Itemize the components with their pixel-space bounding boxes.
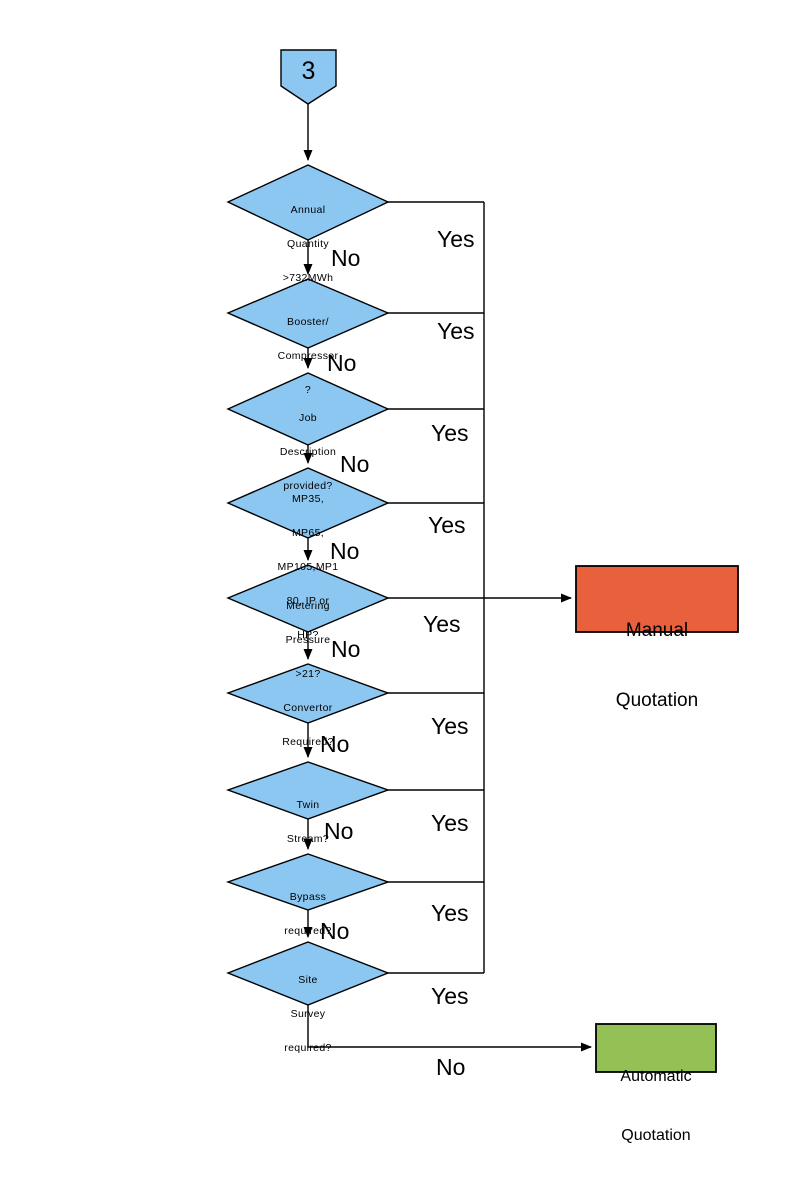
edge-label-yes-bypass: Yes — [431, 900, 469, 926]
decision-shape-annual-quantity — [226, 164, 390, 241]
edge-label-yes-job-description: Yes — [431, 420, 469, 446]
edge-label-yes-booster: Yes — [437, 318, 475, 344]
edge-label-no-mp-rating: No — [330, 538, 360, 564]
terminal-line: Quotation — [621, 1126, 691, 1144]
decision-shape-convertor — [225, 663, 391, 724]
edge-label-yes-mp-rating: Yes — [428, 512, 466, 538]
edge-label-no-annual-quantity: No — [331, 245, 361, 271]
flowchart-vector-layer — [225, 49, 739, 1073]
flowchart-canvas: 3 Annual Quantity >732MWh Booster/ Compr… — [225, 49, 739, 1144]
edge-label-yes-twin-stream: Yes — [431, 810, 469, 836]
edge-label-no-booster: No — [327, 350, 357, 376]
edge-label-no-metering-pressure: No — [331, 636, 361, 662]
terminal-shape-manual-quotation — [575, 565, 739, 633]
start-connector-shape — [280, 49, 337, 105]
edge-label-no-bypass: No — [320, 918, 350, 944]
edge-label-no-site-survey: No — [436, 1054, 466, 1080]
edge-label-yes-metering-pressure: Yes — [423, 611, 461, 637]
edge-label-yes-site-survey: Yes — [431, 983, 469, 1009]
decision-shape-bypass — [225, 853, 391, 911]
decision-shape-metering-pressure — [226, 564, 390, 633]
edge-label-yes-convertor: Yes — [431, 713, 469, 739]
decision-shape-site-survey — [226, 941, 390, 1006]
decision-shape-job-description — [226, 372, 390, 446]
edge-label-no-job-description: No — [340, 451, 370, 477]
edge-label-no-twin-stream: No — [324, 818, 354, 844]
edge-site-survey-no-to-automatic — [307, 1005, 592, 1052]
decision-shape-booster — [226, 278, 390, 349]
decision-shape-mp-rating — [226, 467, 390, 539]
edge-label-yes-annual-quantity: Yes — [437, 226, 475, 252]
decision-shape-twin-stream — [225, 761, 391, 820]
terminal-shape-automatic-quotation — [595, 1023, 717, 1073]
edge-label-no-convertor: No — [320, 731, 350, 757]
